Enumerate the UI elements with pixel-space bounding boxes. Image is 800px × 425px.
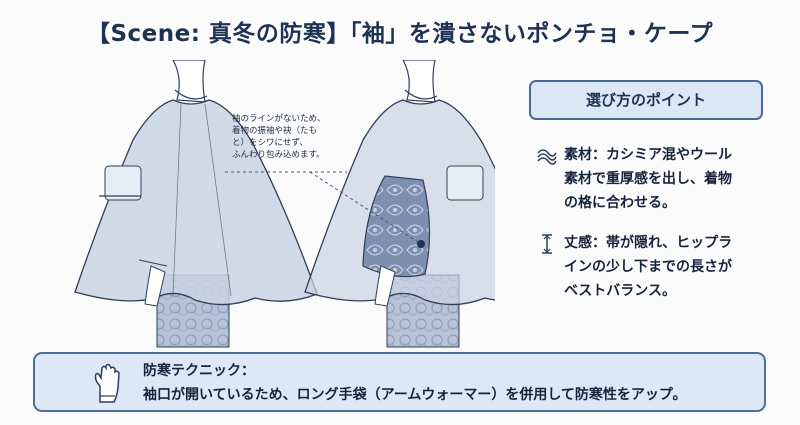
point-line: の格に合わせる。 xyxy=(564,195,676,211)
selection-points-header: 選び方のポイント xyxy=(529,80,763,120)
sleeve-callout: 袖のラインがないため、 着物の振袖や袂（たも と）をシワにせず、 ふんわり包み込… xyxy=(232,113,352,161)
point-line: 丈感：帯が隠れ、ヒップラ xyxy=(564,235,733,251)
technique-text: 袖口が開いているため、ロング手袋（アームウォーマー）を併用して防寒性をアップ。 xyxy=(143,387,687,403)
right-figure xyxy=(304,60,495,348)
fabric-icon xyxy=(537,149,557,165)
glove-icon xyxy=(94,363,120,403)
left-figure xyxy=(74,60,318,348)
callout-line: ふんわり包み込めます。 xyxy=(232,150,325,160)
callout-line: 袖のラインがないため、 xyxy=(232,114,326,124)
callout-line: と）をシワにせず、 xyxy=(232,138,308,148)
callout-line: 着物の振袖や袂（たも xyxy=(232,126,318,136)
poncho-illustration xyxy=(74,60,495,348)
page-title: 【Scene: 真冬の防寒】「袖」を潰さないポンチョ・ケープ xyxy=(86,21,714,47)
length-icon xyxy=(542,234,552,254)
technique-panel: 防寒テクニック： 袖口が開いているため、ロング手袋（アームウォーマー）を併用して… xyxy=(33,352,766,412)
point-line: ベストバランス。 xyxy=(564,283,676,299)
point-line: インの少し下までの長さが xyxy=(564,259,732,275)
technique-title: 防寒テクニック： xyxy=(143,363,255,379)
point-line: 素材で重厚感を出し、着物 xyxy=(564,171,732,187)
point-line: 素材：カシミア混やウール xyxy=(564,147,732,163)
